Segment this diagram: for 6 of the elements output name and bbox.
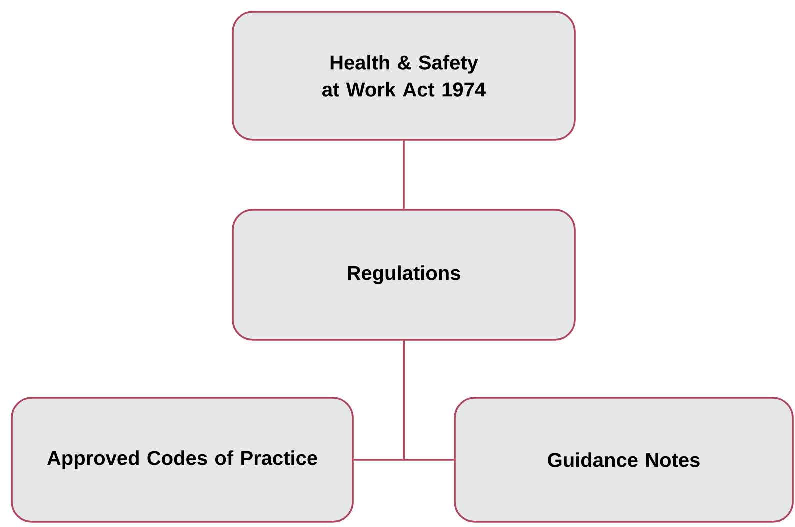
process-box: Approved Codes of Practice <box>11 397 354 523</box>
connector-line <box>403 140 405 210</box>
process-box: Guidance Notes <box>454 397 794 523</box>
process-box: Regulations <box>232 209 576 341</box>
connector-line <box>403 340 454 461</box>
process-box: Health & Safety at Work Act 1974 <box>232 11 576 141</box>
